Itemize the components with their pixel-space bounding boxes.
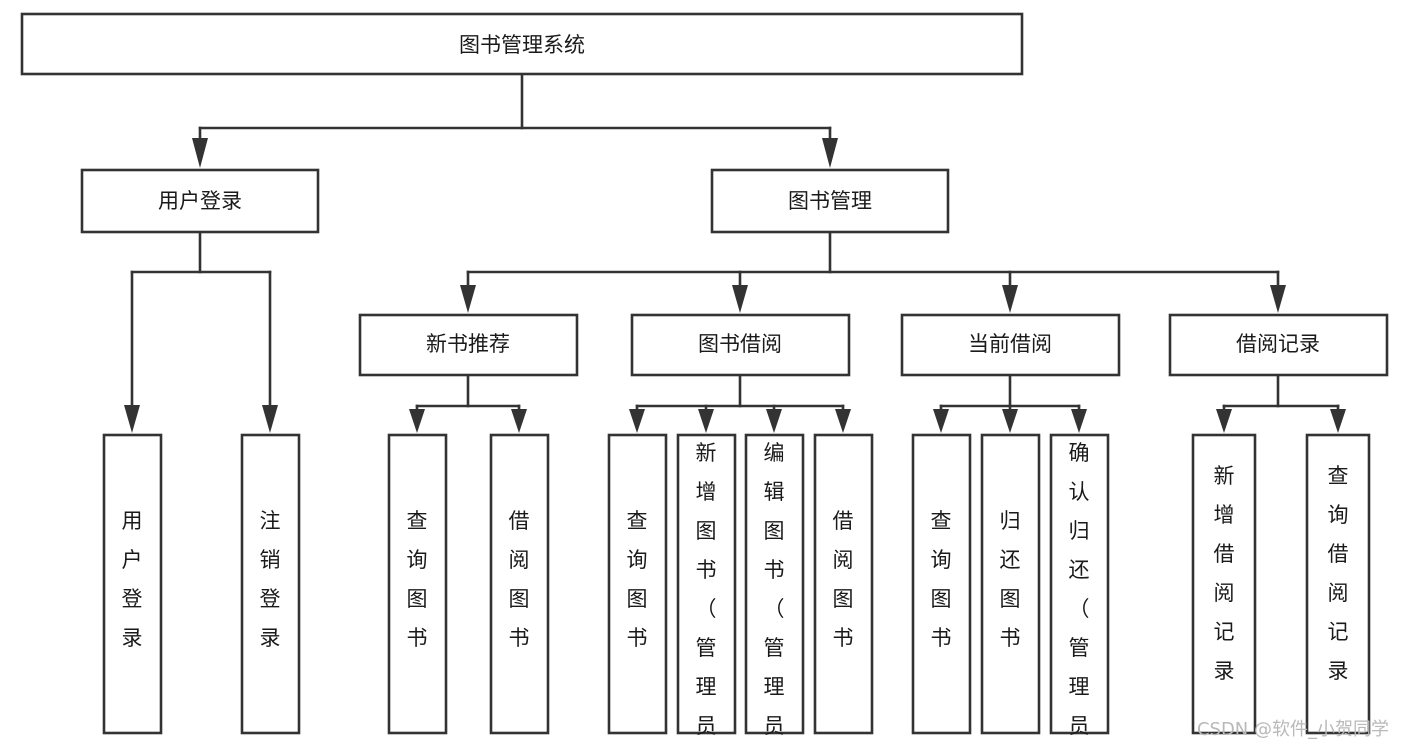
arrow-head-leaf-6 — [698, 409, 714, 433]
leaf-node-9-label: 查询图书 — [931, 509, 952, 650]
leaf-node-9[interactable]: 查询图书 — [911, 433, 972, 735]
arrow-head-user-login — [192, 138, 208, 168]
node-new-book-rec-box[interactable] — [358, 313, 579, 377]
leaf-node-10[interactable]: 归还图书 — [980, 433, 1041, 735]
leaf-node-5[interactable]: 查询图书 — [607, 433, 668, 735]
leaf-node-5-box[interactable] — [607, 433, 668, 735]
leaf-node-6[interactable]: 新增图书（管理员） — [676, 433, 737, 747]
node-book-borrow[interactable]: 图书借阅 — [630, 313, 851, 377]
node-book-manage[interactable]: 图书管理 — [710, 168, 950, 234]
node-book-manage-label: 图书管理 — [788, 189, 872, 213]
leaf-node-12[interactable]: 新增借阅记录 — [1191, 433, 1257, 735]
node-borrow-record[interactable]: 借阅记录 — [1168, 313, 1389, 377]
leaf-node-3[interactable]: 查询图书 — [387, 433, 448, 735]
leaf-node-1-label: 用户登录 — [122, 509, 143, 650]
arrow-head-leaf-4 — [511, 409, 527, 433]
node-user-login[interactable]: 用户登录 — [80, 168, 320, 234]
leaf-node-4[interactable]: 借阅图书 — [489, 433, 550, 735]
arrow-head-book-manage — [822, 138, 838, 168]
leaf-node-12-label: 新增借阅记录 — [1214, 464, 1235, 683]
leaf-node-7-label: 编辑图书（管理员） — [764, 441, 785, 747]
node-book-manage-box[interactable] — [710, 168, 950, 234]
leaf-node-7[interactable]: 编辑图书（管理员） — [744, 433, 805, 747]
arrow-head-leaf-10 — [1002, 409, 1018, 433]
leaf-node-11[interactable]: 确认归还（管理员） — [1049, 433, 1110, 747]
arrow-head-leaf-11 — [1071, 409, 1087, 433]
node-book-borrow-label: 图书借阅 — [698, 332, 782, 356]
leaf-node-11-label: 确认归还（管理员） — [1069, 441, 1090, 747]
arrow-head-leaf-9 — [933, 409, 949, 433]
leaf-node-2[interactable]: 注销登录 — [240, 433, 301, 735]
csdn-watermark: CSDN @软件_小贺同学 — [1196, 719, 1389, 740]
leaf-node-2-label: 注销登录 — [260, 509, 281, 650]
connectors-layer — [124, 72, 1346, 433]
leaf-node-7-box[interactable] — [744, 433, 805, 735]
node-user-login-label: 用户登录 — [158, 189, 242, 213]
arrow-head-leaf-8 — [835, 409, 851, 433]
leaf-node-13-label: 查询借阅记录 — [1328, 464, 1349, 683]
leaf-node-6-label: 新增图书（管理员） — [696, 441, 717, 747]
leaf-node-3-label: 查询图书 — [407, 509, 428, 650]
node-current-borrow-label: 当前借阅 — [968, 332, 1052, 356]
leaf-node-4-label: 借阅图书 — [509, 509, 530, 650]
leaf-node-3-box[interactable] — [387, 433, 448, 735]
arrow-head-new-book-rec — [460, 285, 476, 313]
leaf-node-13[interactable]: 查询借阅记录 — [1305, 433, 1371, 735]
leaf-node-10-box[interactable] — [980, 433, 1041, 735]
node-current-borrow[interactable]: 当前借阅 — [900, 313, 1121, 377]
node-root[interactable]: 图书管理系统 — [20, 12, 1024, 76]
leaf-node-1-box[interactable] — [102, 433, 163, 735]
arrow-head-leaf-13 — [1330, 409, 1346, 433]
leaf-node-1[interactable]: 用户登录 — [102, 433, 163, 735]
node-new-book-rec[interactable]: 新书推荐 — [358, 313, 579, 377]
leaf-node-8-label: 借阅图书 — [833, 509, 854, 650]
arrow-head-leaf-5 — [629, 409, 645, 433]
leaf-node-4-box[interactable] — [489, 433, 550, 735]
arrow-head-leaf-2 — [262, 405, 278, 433]
leaf-node-8-box[interactable] — [813, 433, 874, 735]
arrow-head-leaf-12 — [1216, 409, 1232, 433]
arrow-head-book-borrow — [732, 285, 748, 313]
arrow-head-leaf-3 — [409, 409, 425, 433]
leaf-node-8[interactable]: 借阅图书 — [813, 433, 874, 735]
leaf-node-10-label: 归还图书 — [1000, 509, 1021, 650]
leaf-node-11-box[interactable] — [1049, 433, 1110, 735]
node-new-book-rec-label: 新书推荐 — [426, 332, 510, 356]
node-borrow-record-label: 借阅记录 — [1236, 332, 1320, 356]
node-root-label: 图书管理系统 — [459, 33, 585, 57]
leaf-node-13-box[interactable] — [1305, 433, 1371, 735]
leaf-node-6-box[interactable] — [676, 433, 737, 735]
node-current-borrow-box[interactable] — [900, 313, 1121, 377]
leaf-node-2-box[interactable] — [240, 433, 301, 735]
node-root-box[interactable] — [20, 12, 1024, 76]
leaf-node-12-box[interactable] — [1191, 433, 1257, 735]
arrow-head-leaf-1 — [124, 405, 140, 433]
node-borrow-record-box[interactable] — [1168, 313, 1389, 377]
arrow-head-borrow-record — [1270, 285, 1286, 313]
arrow-head-leaf-7 — [766, 409, 782, 433]
leaf-node-9-box[interactable] — [911, 433, 972, 735]
leaf-node-5-label: 查询图书 — [627, 509, 648, 650]
node-book-borrow-box[interactable] — [630, 313, 851, 377]
arrow-head-current-borrow — [1002, 285, 1018, 313]
node-user-login-box[interactable] — [80, 168, 320, 234]
